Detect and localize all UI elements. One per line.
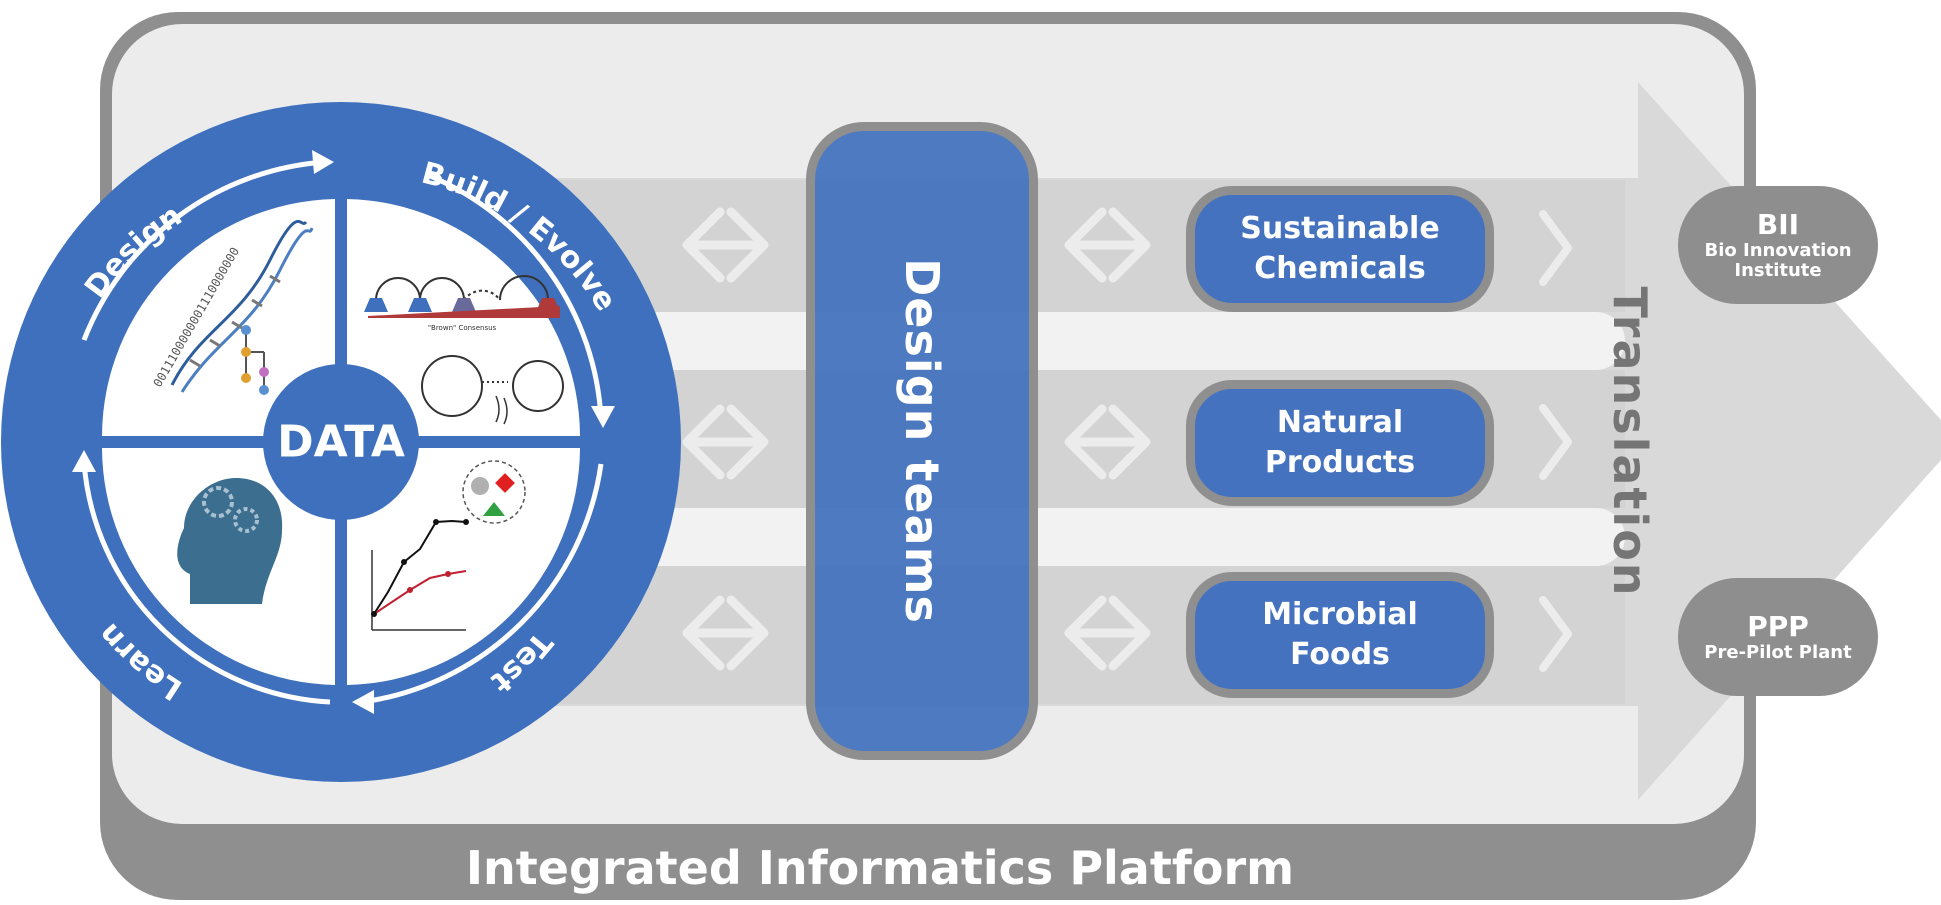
growth-curve-chart-icon — [371, 519, 469, 631]
platform-label: Integrated Informatics Platform — [465, 841, 1295, 895]
design-teams-column — [806, 122, 1038, 760]
chevron-right-icon — [1539, 596, 1572, 672]
output-full-name: Pre-Pilot Plant — [1704, 642, 1852, 663]
arrowhead-icon — [352, 690, 374, 714]
product-box-microbial-foods: Microbial Foods — [1186, 572, 1494, 698]
arrowhead-icon — [591, 406, 615, 428]
data-hub-label: DATA — [277, 416, 405, 468]
arrowhead-icon — [72, 450, 96, 472]
consensus-caption: "Brown" Consensus — [428, 324, 497, 332]
cycle-ring-arrow-design — [81, 159, 326, 341]
design-quadrant — [102, 199, 335, 436]
arrowhead-icon — [312, 150, 334, 174]
double-arrow-icon — [682, 207, 769, 283]
double-arrow-icon — [1064, 595, 1151, 671]
chevron-right-icon — [1539, 404, 1572, 480]
double-arrow-icon — [682, 404, 769, 480]
output-pill-ppp: PPP Pre-Pilot Plant — [1678, 578, 1878, 696]
translation-label: Translation — [1603, 286, 1657, 598]
cycle-ring-arrow-learn — [81, 461, 331, 705]
output-full-name: Bio Innovation Institute — [1704, 240, 1852, 281]
double-arrow-icon — [1064, 404, 1151, 480]
product-box-natural-products: Natural Products — [1186, 380, 1494, 506]
dna-helix-icon — [170, 219, 314, 393]
output-abbr: BII — [1756, 208, 1800, 241]
pathway-icon — [241, 325, 269, 395]
screening-icon — [462, 460, 526, 524]
consensus-flasks-icon — [364, 275, 560, 318]
cycle-ring-arrow-build — [429, 173, 604, 419]
double-arrow-icon — [1064, 207, 1151, 283]
design-teams-label: Design teams — [895, 258, 949, 624]
double-arrow-icon — [682, 595, 769, 671]
brain-gears-icon — [177, 478, 283, 604]
data-hub — [263, 364, 419, 520]
product-box-sustainable-chemicals: Sustainable Chemicals — [1186, 186, 1494, 312]
output-abbr: PPP — [1747, 610, 1809, 643]
chevron-right-icon — [1539, 210, 1572, 286]
output-pill-bii: BII Bio Innovation Institute — [1678, 186, 1878, 304]
cycle-ring-arrow-test — [361, 463, 604, 705]
plasmid-icon — [421, 355, 564, 425]
